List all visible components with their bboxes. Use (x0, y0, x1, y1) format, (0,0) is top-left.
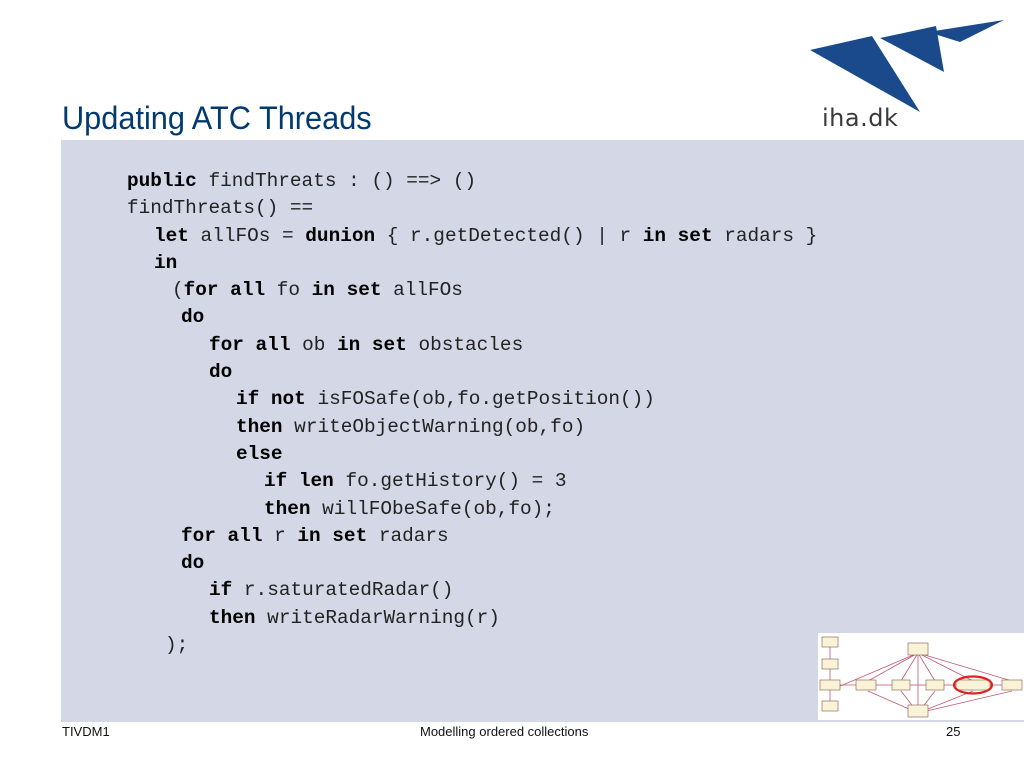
code-keyword: else (236, 443, 283, 465)
code-keyword: then (264, 498, 311, 520)
code-text: allFOs (381, 279, 463, 301)
code-keyword: do (209, 361, 233, 383)
code-keyword: do (181, 306, 205, 328)
code-keyword: in set (311, 279, 382, 301)
code-line: else (236, 443, 283, 465)
footer-course-code: TIVDM1 (62, 724, 110, 739)
code-keyword: then (209, 607, 256, 629)
code-keyword: in set (337, 334, 407, 356)
code-line: findThreats() == (127, 197, 313, 219)
code-line: if not isFOSafe(ob,fo.getPosition()) (236, 388, 655, 410)
code-text: allFOs = (188, 225, 306, 247)
code-line: let allFOs = dunion { r.getDetected() | … (154, 225, 817, 247)
code-line: for all r in set radars (181, 525, 449, 547)
code-keyword: if not (236, 388, 306, 410)
code-line: do (209, 361, 232, 383)
code-keyword: then (236, 416, 283, 438)
code-keyword: if len (264, 470, 334, 492)
code-text: fo (265, 279, 312, 301)
code-line: (for all fo in set allFOs (172, 279, 463, 301)
code-text: isFOSafe(ob,fo.getPosition()) (305, 388, 655, 410)
code-line: then writeObjectWarning(ob,fo) (236, 416, 585, 438)
code-keyword: do (181, 552, 205, 574)
code-keyword: let (154, 225, 189, 247)
footer-slide-topic: Modelling ordered collections (420, 724, 589, 739)
code-line: in (154, 252, 177, 274)
code-text: writeRadarWarning(r) (255, 607, 500, 629)
code-text: r (262, 525, 298, 547)
code-text: r.saturatedRadar() (232, 579, 454, 601)
code-keyword: if (209, 579, 233, 601)
code-line: do (181, 306, 204, 328)
code-keyword: in (154, 252, 178, 274)
code-keyword: for all (183, 279, 266, 301)
code-keyword: in set (297, 525, 368, 547)
code-line: then willFObeSafe(ob,fo); (264, 498, 555, 520)
code-keyword: for all (181, 525, 263, 547)
class-diagram-icon (819, 636, 1023, 718)
code-text: ( (172, 279, 184, 301)
logo-text: iha.dk (822, 104, 899, 132)
iha-logo-icon (810, 20, 1004, 112)
code-text: findThreats() == (127, 197, 314, 219)
code-text: writeObjectWarning(ob,fo) (282, 416, 586, 438)
code-text: { r.getDetected() | r (375, 225, 643, 247)
code-text: obstacles (406, 334, 524, 356)
code-text: findThreats : () ==> () (196, 170, 477, 192)
code-keyword: in set (642, 225, 713, 247)
code-line: if r.saturatedRadar() (209, 579, 453, 601)
code-panel: public findThreats : () ==> () findThrea… (61, 140, 1024, 722)
code-line: for all ob in set obstacles (209, 334, 523, 356)
code-text: ob (290, 334, 338, 356)
code-line: do (181, 552, 204, 574)
code-line: ); (165, 634, 188, 656)
code-line: if len fo.getHistory() = 3 (264, 470, 567, 492)
code-keyword: for all (209, 334, 291, 356)
code-text: radars } (712, 225, 818, 247)
code-text: radars (367, 525, 449, 547)
code-text: ); (165, 634, 189, 656)
code-keyword: public (127, 170, 197, 192)
class-diagram-thumbnail (818, 633, 1024, 720)
code-line: then writeRadarWarning(r) (209, 607, 500, 629)
code-keyword: dunion (305, 225, 376, 247)
footer-page-number: 25 (946, 724, 961, 739)
code-line: public findThreats : () ==> () (127, 170, 476, 192)
slide-title: Updating ATC Threads (62, 100, 372, 136)
code-text: willFObeSafe(ob,fo); (310, 498, 555, 520)
code-text: fo.getHistory() = 3 (333, 470, 567, 492)
